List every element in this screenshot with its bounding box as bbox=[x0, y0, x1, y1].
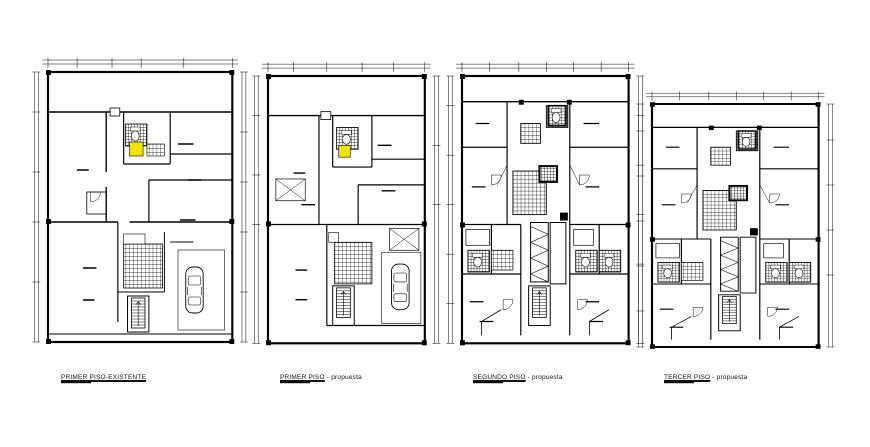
plan-subtitle: - propuesta bbox=[324, 374, 362, 381]
plan-caption-primer-piso-existente: PRIMER PISO-EXISTENTE bbox=[61, 374, 146, 381]
caption-underline-bar bbox=[61, 381, 91, 384]
plan-title: PRIMER PISO bbox=[280, 374, 325, 381]
plan-title: PRIMER PISO-EXISTENTE bbox=[61, 374, 147, 381]
caption-underline-bar bbox=[280, 381, 310, 384]
plan-subtitle: - propuesta bbox=[710, 374, 748, 381]
plan-tercer-piso-propuesta bbox=[636, 91, 834, 348]
plan-segundo-piso-propuesta bbox=[446, 62, 644, 345]
plan-title: SEGUNDO PISO bbox=[473, 374, 526, 381]
caption-underline-bar bbox=[664, 381, 694, 384]
plan-caption-primer-piso-propuesta: PRIMER PISO - propuesta bbox=[280, 374, 362, 381]
plan-caption-tercer-piso-propuesta: TERCER PISO - propuesta bbox=[664, 374, 747, 381]
plan-primer-piso-existente bbox=[32, 58, 247, 344]
plan-primer-piso-propuesta bbox=[252, 62, 440, 345]
plan-title: TERCER PISO bbox=[664, 374, 711, 381]
plan-caption-segundo-piso-propuesta: SEGUNDO PISO - propuesta bbox=[473, 374, 563, 381]
plan-subtitle: - propuesta bbox=[525, 374, 563, 381]
caption-underline-bar bbox=[473, 381, 503, 384]
